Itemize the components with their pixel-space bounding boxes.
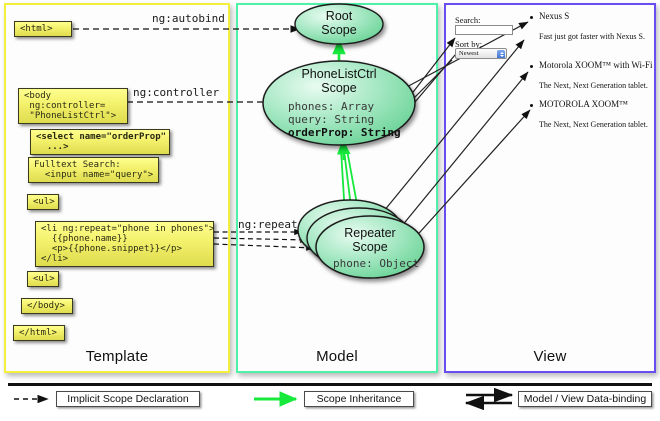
legend-divider xyxy=(8,383,652,386)
sort-by-select[interactable]: Newest xyxy=(455,48,507,59)
code-box-body-close: </body> xyxy=(21,298,73,315)
panel-model: Model xyxy=(236,3,438,373)
code-box-html-open: <html> xyxy=(14,21,72,38)
legend-item-implicit-scope-declaration: Implicit Scope Declaration xyxy=(56,391,200,407)
list-bullet-icon xyxy=(530,65,533,68)
label-ng-autobind: ng:autobind xyxy=(152,12,225,25)
panel-template-label: Template xyxy=(85,348,149,365)
panel-view-label: View xyxy=(533,348,567,365)
label-ng-controller: ng:controller xyxy=(133,86,220,99)
legend-item-scope-inheritance: Scope Inheritance xyxy=(304,391,414,407)
phone-snippet: The Next, Next Generation tablet. xyxy=(539,81,648,90)
code-box-html-close: </html> xyxy=(13,325,65,342)
phone-snippet: Fast just got faster with Nexus S. xyxy=(539,32,645,41)
code-box-ul-open: <ul> xyxy=(27,194,59,211)
code-box-ul-close: <ul> xyxy=(27,271,59,288)
search-label: Search: xyxy=(455,15,481,25)
sort-by-label: Sort by: xyxy=(455,39,483,49)
sort-by-selected-value: Newest xyxy=(459,50,479,57)
phone-name[interactable]: MOTOROLA XOOM™ xyxy=(539,99,628,109)
code-box-body-open: <body ng:controller= "PhoneListCtrl"> xyxy=(18,88,128,125)
phone-snippet: The Next, Next Generation tablet. xyxy=(539,120,648,129)
chevron-updown-icon xyxy=(497,50,505,58)
legend-item-model-view-data-binding: Model / View Data-binding xyxy=(518,391,652,407)
legend: Implicit Scope Declaration Scope Inherit… xyxy=(0,383,660,421)
label-ng-repeat: ng:repeat xyxy=(238,218,298,231)
phone-name[interactable]: Motorola XOOM™ with Wi-Fi xyxy=(539,60,653,70)
panel-model-label: Model xyxy=(316,348,358,365)
list-bullet-icon xyxy=(530,16,533,19)
code-box-select: <select name="orderProp" ...> xyxy=(30,129,170,156)
phone-name[interactable]: Nexus S xyxy=(539,11,570,21)
search-input[interactable] xyxy=(455,25,513,35)
panel-template: Template xyxy=(4,3,230,373)
code-box-li-repeat: <li ng:repeat="phone in phones"> {{phone… xyxy=(35,221,214,268)
list-bullet-icon xyxy=(530,104,533,107)
code-box-fulltext-search: Fulltext Search: <input name="query"> xyxy=(28,157,159,184)
